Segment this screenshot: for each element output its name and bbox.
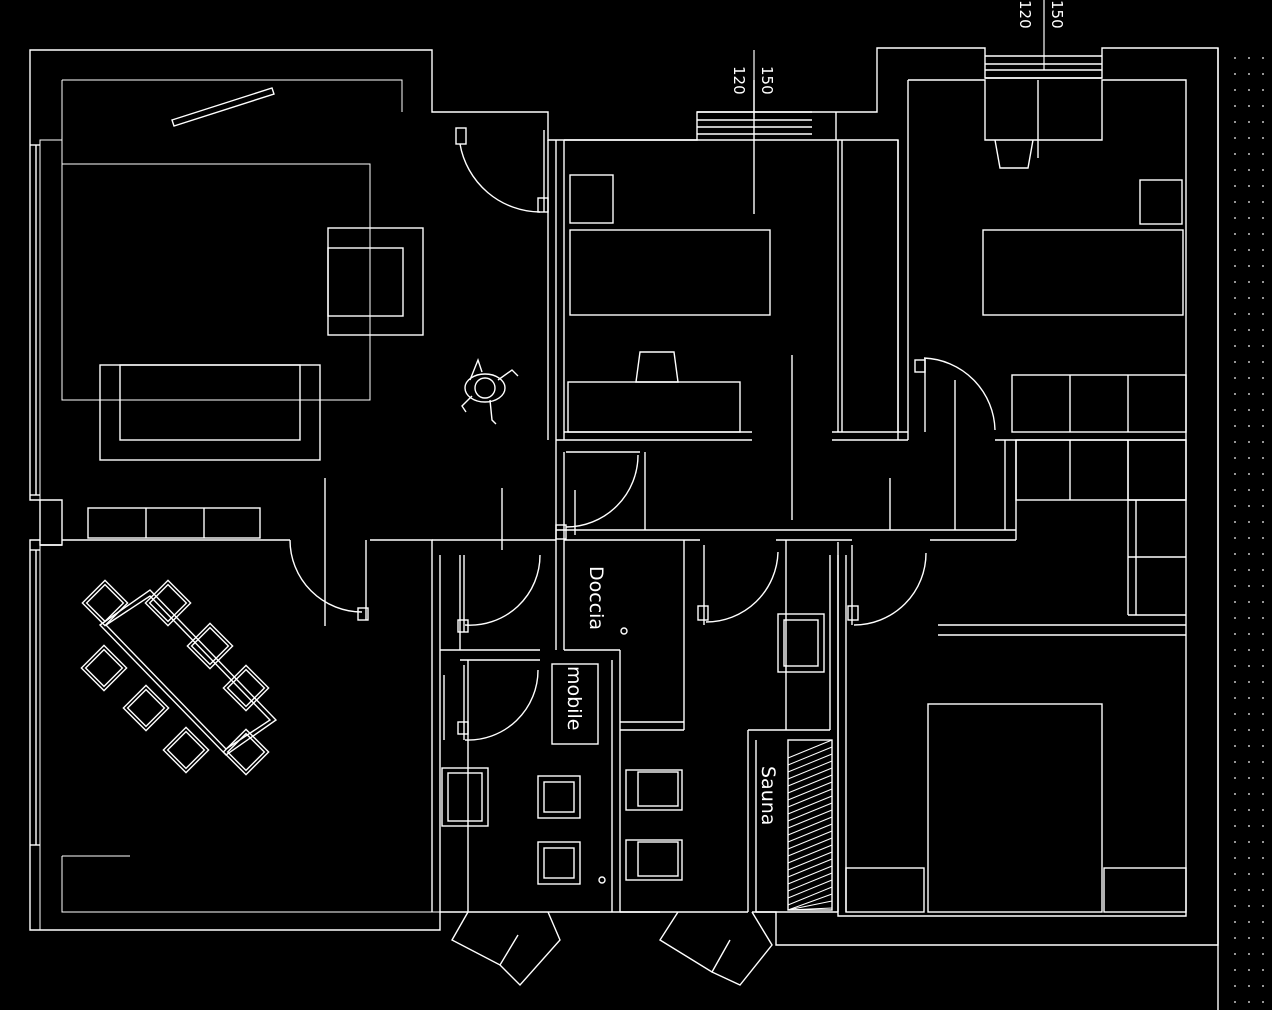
room-labels: Doccia mobile Sauna	[563, 566, 779, 825]
dimension-label: 150	[758, 66, 776, 95]
furniture	[80, 80, 1187, 913]
dimension-label: 150	[1048, 0, 1066, 29]
dining-table	[98, 589, 278, 756]
dimension-label: 120	[1016, 0, 1034, 29]
doors	[289, 127, 996, 741]
room-label-doccia: Doccia	[585, 566, 607, 630]
person-symbol	[461, 357, 519, 425]
window-dimensions: 150 120 150 120	[730, 0, 1066, 118]
room-label-mobile: mobile	[563, 666, 585, 730]
dimension-label: 120	[730, 66, 748, 95]
exterior-terrain	[1217, 48, 1264, 1010]
room-label-sauna: Sauna	[757, 766, 779, 825]
dining-chairs	[80, 579, 270, 776]
